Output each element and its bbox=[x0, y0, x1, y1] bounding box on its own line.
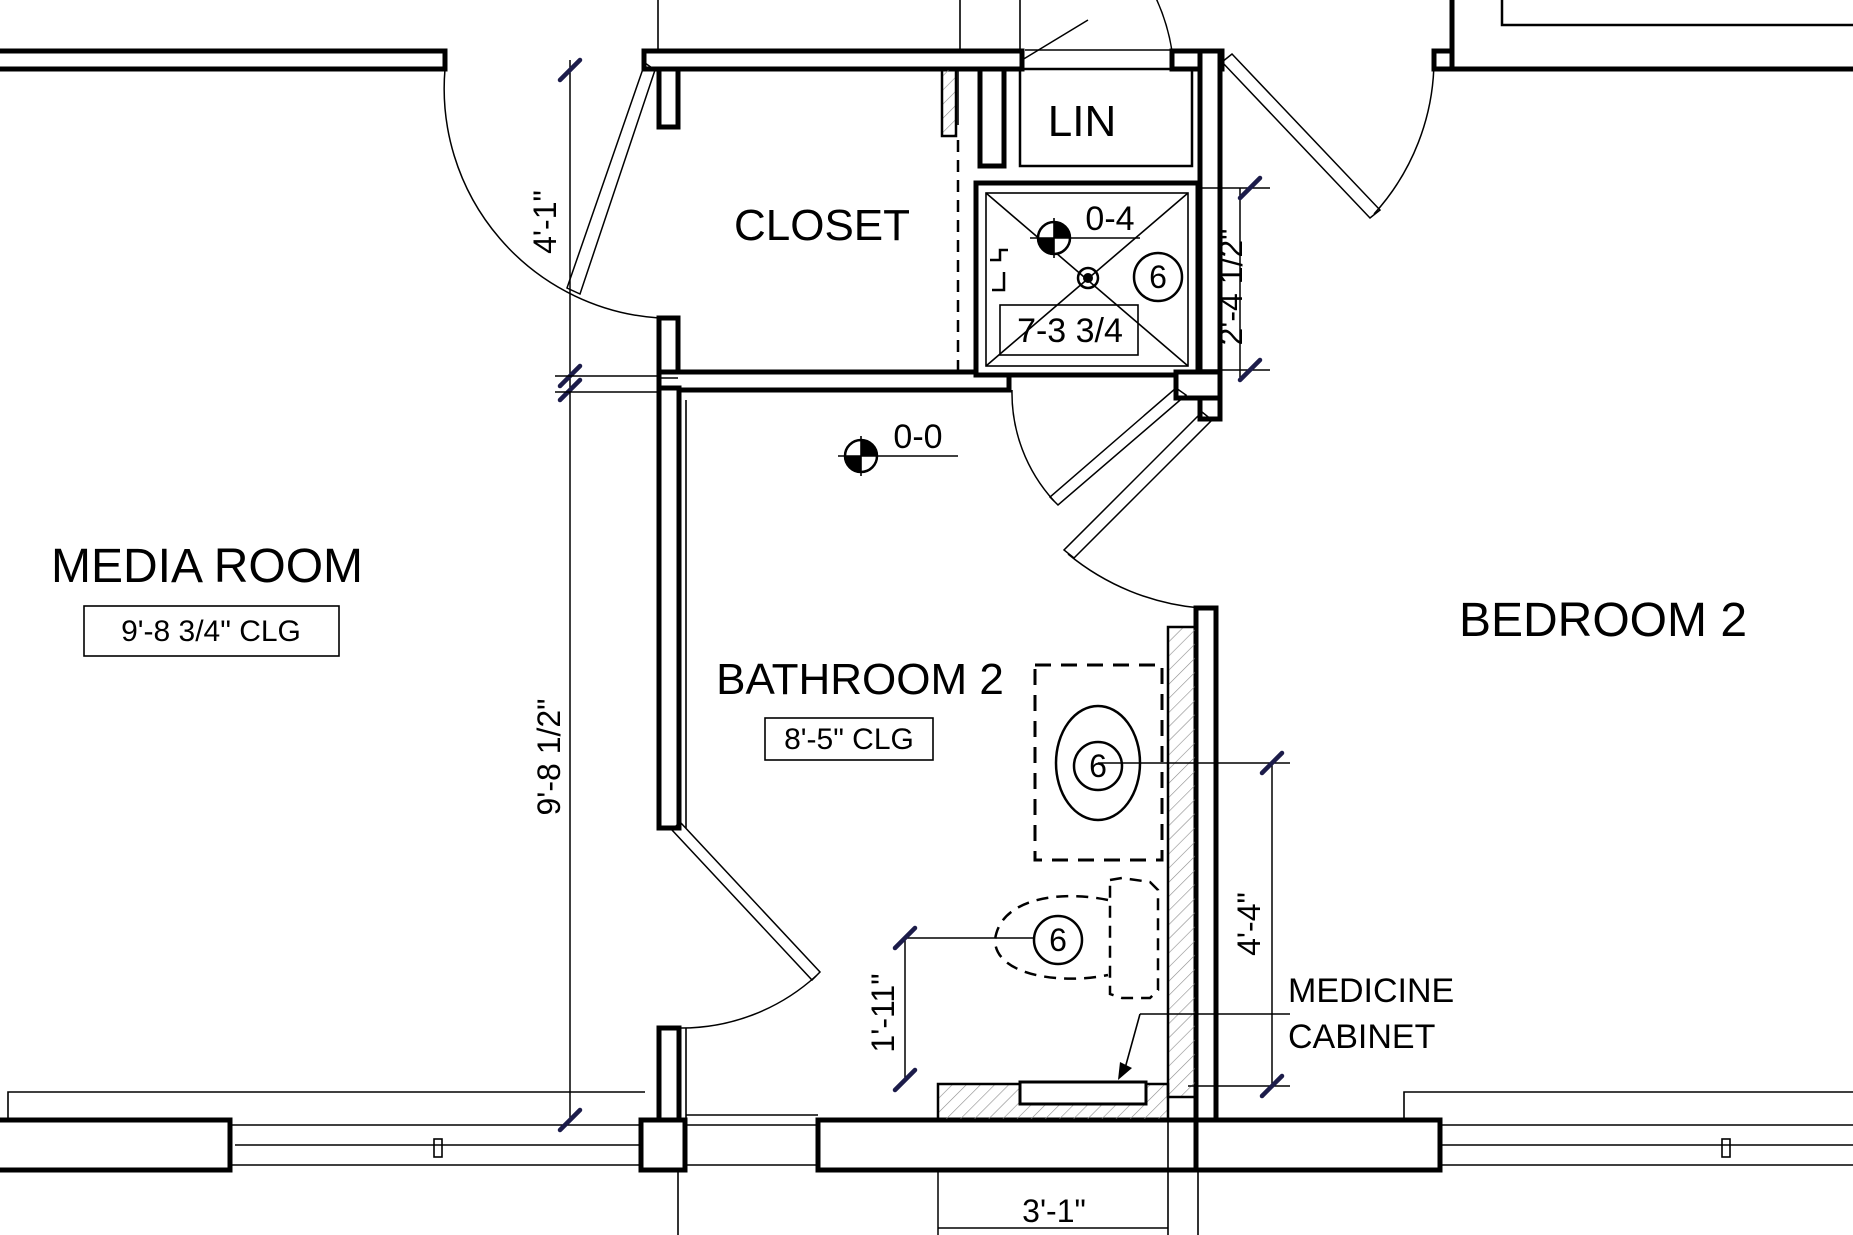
bath-right-furring bbox=[1166, 625, 1198, 1099]
toilet-bowl bbox=[993, 894, 1109, 980]
dim-tick bbox=[892, 925, 918, 951]
leader-medicine-arrow bbox=[1123, 1013, 1141, 1073]
toilet-tag: 6 bbox=[1049, 922, 1067, 958]
shower-right-jamb bbox=[1173, 369, 1223, 401]
dim-shower-width: 2'-4 1/2" bbox=[1213, 228, 1249, 345]
tag-circle-shower bbox=[1132, 251, 1184, 303]
dim-wall-segment: 3'-1" bbox=[1022, 1193, 1086, 1229]
closet-shelf-hatch bbox=[940, 67, 958, 138]
window-latch bbox=[433, 1138, 443, 1158]
dim-tick bbox=[1259, 750, 1285, 776]
media-room-label: MEDIA ROOM bbox=[51, 540, 363, 593]
dim-tick bbox=[892, 1067, 918, 1093]
media-room-ceiling: 9'-8 3/4" CLG bbox=[121, 615, 301, 648]
medicine-cabinet-box bbox=[1018, 1080, 1148, 1106]
fixtures bbox=[985, 192, 1189, 1000]
shower-size-label: 7-3 3/4 bbox=[1017, 312, 1123, 350]
dim-tick bbox=[557, 57, 583, 83]
bottom-wall-left bbox=[0, 1117, 233, 1173]
vanity-outline bbox=[1033, 663, 1164, 862]
closet-left-jamb-top bbox=[656, 66, 681, 130]
media-room-top-wall bbox=[0, 48, 448, 72]
bathroom-2-label: BATHROOM 2 bbox=[716, 655, 1004, 704]
linen-divider-wall bbox=[977, 66, 1007, 169]
dim-tick bbox=[557, 1107, 583, 1133]
elevation-marker-shower bbox=[1030, 218, 1140, 258]
bathroom-2-ceiling: 8'-5" CLG bbox=[784, 723, 914, 756]
linen-label: LIN bbox=[1048, 97, 1116, 146]
dim-tick bbox=[1237, 357, 1263, 383]
closet-label: CLOSET bbox=[734, 201, 910, 250]
shower-elevation-label: 0-4 bbox=[1085, 200, 1134, 238]
medicine-cabinet-line-2: CABINET bbox=[1288, 1018, 1435, 1056]
bottom-wall-mid-stub bbox=[638, 1117, 688, 1173]
dim-tick bbox=[557, 377, 583, 403]
bedroom-2-label: BEDROOM 2 bbox=[1459, 594, 1747, 647]
shower-valve bbox=[990, 248, 1008, 292]
vanity-tag: 6 bbox=[1089, 748, 1107, 784]
door-swing-top bbox=[1156, 0, 1173, 52]
dim-tick bbox=[1259, 1073, 1285, 1099]
tag-circle-toilet bbox=[1032, 914, 1084, 966]
medicine-cabinet-line-1: MEDICINE bbox=[1288, 972, 1454, 1010]
bedroom-top-wall bbox=[1449, 0, 1853, 72]
door-leaf-bedroom-upper bbox=[1220, 52, 1382, 220]
doors bbox=[443, 0, 1435, 1029]
dim-bath-height: 9'-8 1/2" bbox=[531, 698, 567, 815]
shower-size-box bbox=[999, 304, 1139, 356]
dim-toilet-offset: 1'-11" bbox=[865, 973, 901, 1052]
shower-drain-center bbox=[1083, 273, 1093, 283]
door-leaf-shower bbox=[1048, 387, 1188, 507]
shower-tag: 6 bbox=[1149, 259, 1167, 295]
shower-inner bbox=[985, 192, 1189, 367]
door-swing-bath-bedroom bbox=[1067, 553, 1201, 609]
closet-features bbox=[678, 67, 960, 373]
bathroom-2-ceiling-box bbox=[764, 717, 934, 761]
media-room-ceiling-box bbox=[83, 605, 340, 657]
bedroom-window-top bbox=[1500, 0, 1853, 27]
dim-closet-height: 4'-1" bbox=[527, 190, 563, 254]
bottom-wall-right bbox=[1193, 1117, 1443, 1173]
door-swing-media bbox=[443, 68, 660, 319]
toilet-tank bbox=[1108, 876, 1160, 1000]
sill-line-left bbox=[7, 1091, 645, 1120]
door-swing-shower bbox=[1011, 389, 1055, 502]
linen-closet-box bbox=[1018, 67, 1194, 168]
door-leaf-media bbox=[566, 61, 656, 296]
door-leaf-top bbox=[1021, 19, 1089, 61]
dimensions bbox=[555, 57, 1290, 1235]
sill-line-right bbox=[1403, 1091, 1853, 1120]
labels: MEDIA ROOM 9'-8 3/4" CLG BEDROOM 2 BATHR… bbox=[51, 97, 1747, 1229]
bath-right-wall bbox=[1193, 605, 1219, 1131]
bath-left-wall-upper bbox=[656, 385, 682, 831]
door-leaf-bath-media bbox=[670, 820, 822, 982]
door-swing-bath-media bbox=[678, 975, 817, 1029]
bath-top-wall bbox=[656, 369, 1012, 393]
door-swing-bedroom-upper bbox=[1373, 59, 1435, 215]
leader-arrowhead bbox=[1118, 1062, 1132, 1080]
tag-circle-vanity bbox=[1072, 740, 1124, 792]
shower-drain bbox=[1076, 266, 1100, 290]
elevation-marker-bath bbox=[838, 436, 958, 476]
bath-floor-elevation-label: 0-0 bbox=[893, 418, 942, 456]
dim-vanity-to-wall: 4'-4" bbox=[1231, 892, 1267, 956]
dim-tick bbox=[1237, 175, 1263, 201]
window-latch bbox=[1721, 1138, 1731, 1158]
closet-top-wall bbox=[641, 48, 1025, 72]
door-leaf-bath-bedroom bbox=[1062, 410, 1214, 560]
